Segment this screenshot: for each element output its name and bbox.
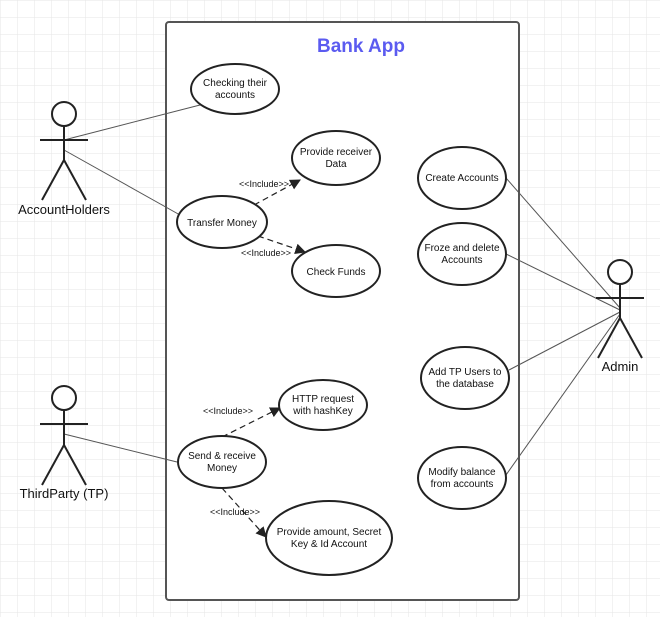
usecase-checking-line1: Checking their xyxy=(203,78,268,89)
actor-account-holders-label: AccountHolders xyxy=(18,202,110,217)
usecase-provide-amount: Provide amount, Secret Key & Id Account xyxy=(265,500,393,576)
actor-third-party xyxy=(40,385,88,486)
usecase-froze-line2: Accounts xyxy=(441,255,482,266)
usecase-froze-line1: Froze and delete xyxy=(424,243,499,254)
include-transfer-receiver xyxy=(253,179,301,206)
actor-account-holders xyxy=(40,101,88,201)
usecase-add-tp-users: Add TP Users to the database xyxy=(420,346,510,410)
usecase-receiver-line2: Data xyxy=(325,159,347,170)
assoc-admin-froze xyxy=(505,253,621,311)
actor-head-icon xyxy=(51,385,77,411)
usecase-send-line1: Send & receive xyxy=(188,451,256,462)
usecase-amount-line2: Key & Id Account xyxy=(291,539,367,550)
assoc-holder-transfer xyxy=(63,149,181,216)
assoc-admin-create xyxy=(505,177,621,309)
usecase-create-accounts: Create Accounts xyxy=(417,146,507,210)
actor-admin-label: Admin xyxy=(602,359,639,374)
actor-third-party-label: ThirdParty (TP) xyxy=(20,486,109,501)
usecase-transfer-line1: Transfer Money xyxy=(187,218,257,229)
include-label-funds: <<Include>> xyxy=(241,248,291,258)
usecase-checking-line2: accounts xyxy=(215,90,255,101)
usecase-http-line1: HTTP request xyxy=(292,394,354,405)
actor-admin xyxy=(596,259,644,359)
usecase-modify-balance: Modify balance from accounts xyxy=(417,446,507,510)
assoc-holder-checking xyxy=(63,104,201,141)
system-title: Bank App xyxy=(317,36,405,57)
usecase-http-line2: with hashKey xyxy=(292,406,352,417)
usecase-http-request: HTTP request with hashKey xyxy=(278,379,368,431)
include-label-amount: <<Include>> xyxy=(210,507,260,517)
assoc-admin-modify xyxy=(505,313,621,476)
usecase-transfer-money: Transfer Money xyxy=(176,195,268,249)
usecase-froze-delete: Froze and delete Accounts xyxy=(417,222,507,286)
usecase-amount-line1: Provide amount, Secret xyxy=(277,527,382,538)
usecase-funds-line1: Check Funds xyxy=(307,267,366,278)
include-send-http xyxy=(221,407,281,438)
usecase-checking-accounts: Checking their accounts xyxy=(190,63,280,115)
usecase-receiver-line1: Provide receiver xyxy=(300,147,373,158)
usecase-send-line2: Money xyxy=(207,463,237,474)
usecase-modify-line2: from accounts xyxy=(431,479,494,490)
usecase-check-funds: Check Funds xyxy=(291,244,381,298)
include-label-http: <<Include>> xyxy=(203,406,253,416)
include-send-amount xyxy=(221,487,267,538)
usecase-addtp-line2: the database xyxy=(436,379,494,390)
usecase-provide-receiver: Provide receiver Data xyxy=(291,130,381,186)
actor-head-icon xyxy=(607,259,633,285)
assoc-admin-addtp xyxy=(508,311,621,371)
actor-head-icon xyxy=(51,101,77,127)
usecase-modify-line1: Modify balance xyxy=(428,467,496,478)
usecase-addtp-line1: Add TP Users to xyxy=(429,367,502,378)
usecase-send-receive: Send & receive Money xyxy=(177,435,267,489)
usecase-create-line1: Create Accounts xyxy=(425,173,498,184)
include-label-receiver: <<Include>> xyxy=(239,179,289,189)
assoc-tp-send xyxy=(63,433,178,463)
include-transfer-funds xyxy=(257,235,307,254)
